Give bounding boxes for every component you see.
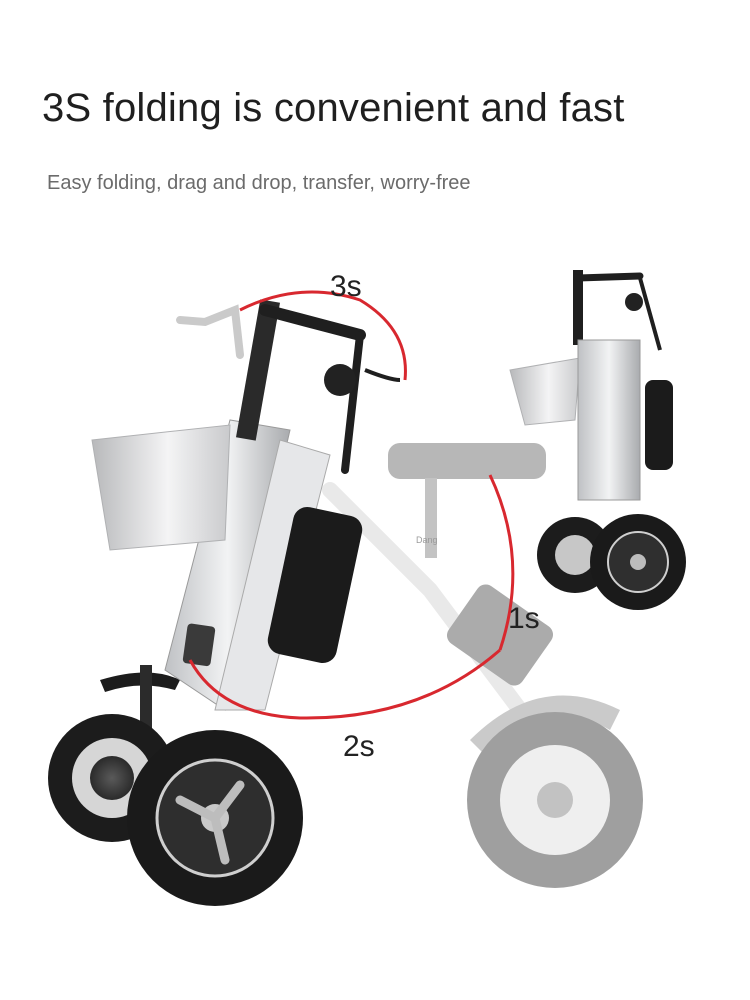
- ghost-scooter: [176, 304, 643, 888]
- time-label-3s: 3s: [330, 270, 362, 303]
- arrow-2s: [188, 648, 501, 720]
- arrow-3s: [239, 290, 407, 381]
- time-label-1s: 1s: [508, 602, 540, 635]
- frame-brand-text: Dang: [416, 535, 438, 545]
- time-label-2s: 2s: [343, 730, 375, 763]
- main-scooter: [48, 299, 401, 906]
- scooter-photo: 3s 1s 2s Dang: [0, 240, 750, 1000]
- page-subheadline: Easy folding, drag and drop, transfer, w…: [47, 172, 471, 194]
- fold-motion-arrows: [188, 290, 515, 720]
- scooter-illustration: [48, 270, 686, 906]
- arrow-1s: [488, 474, 515, 651]
- page-headline: 3S folding is convenient and fast: [42, 86, 625, 130]
- folded-scooter-preview: [509, 270, 686, 610]
